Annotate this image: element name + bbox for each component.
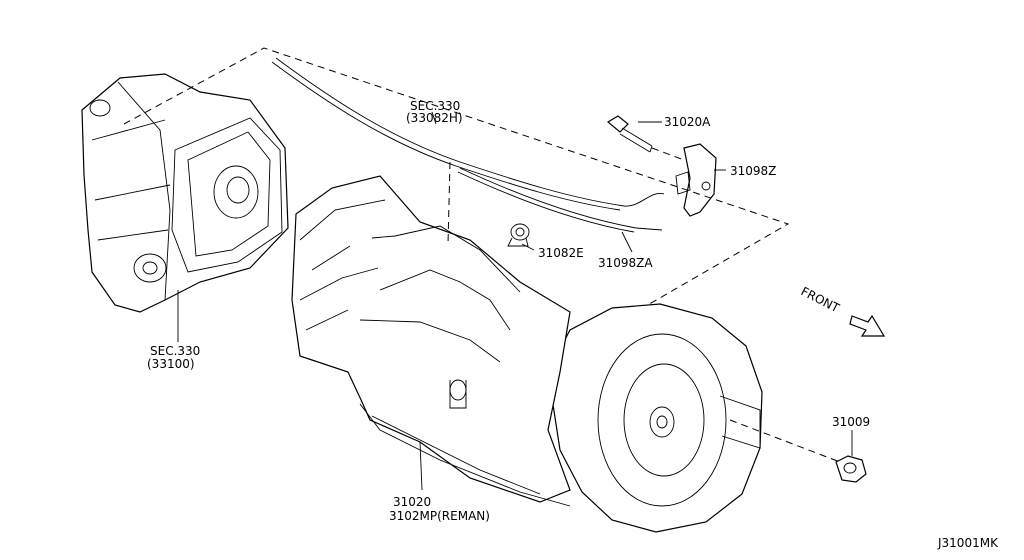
label-31009: 31009 [832, 415, 870, 429]
transmission-assembly [291, 175, 763, 533]
label-31098z: 31098Z [730, 164, 776, 178]
label-31098za: 31098ZA [598, 256, 653, 270]
reference-lines [123, 47, 841, 463]
bolt-31009 [835, 455, 867, 483]
diagram-code: J31001MK [937, 536, 999, 550]
clip-31082e [507, 223, 530, 247]
control-cable [271, 57, 665, 233]
label-3102mp: 3102MP(REMAN) [389, 509, 490, 523]
label-31020: 31020 [393, 495, 431, 509]
label-sec330-top: SEC.330 [410, 99, 460, 113]
label-sec330-left-ref: (33100) [147, 357, 195, 371]
label-31082e: 31082E [538, 246, 584, 260]
label-31020a: 31020A [664, 115, 711, 129]
label-front: FRONT [799, 284, 842, 315]
label-sec330-top-ref: (33082H) [406, 111, 463, 125]
front-direction-arrow [849, 314, 886, 337]
label-sec330-left: SEC.330 [150, 344, 200, 358]
part-labels: SEC.330 (33082H) 31020A 31098Z 31082E 31… [147, 99, 999, 550]
bracket-31098z [675, 143, 717, 217]
leader-lines [177, 111, 853, 491]
bolt-31020a [606, 115, 653, 153]
transfer-case [81, 73, 289, 313]
